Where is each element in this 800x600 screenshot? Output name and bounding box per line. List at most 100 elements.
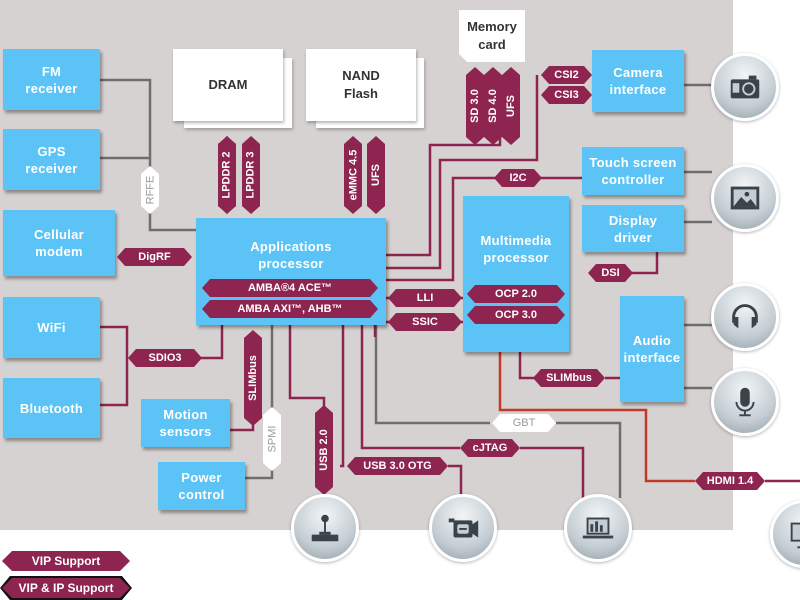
nand-flash-label: NAND Flash	[342, 68, 380, 101]
joystick-peripheral	[291, 494, 359, 562]
rffe-tag: RFFE	[141, 166, 159, 214]
multimedia-processor-label: Multimedia processor	[480, 233, 552, 265]
usb2-label: USB 2.0	[318, 429, 331, 471]
ufs-card-tag: UFS	[502, 67, 520, 145]
wire-usb3-cam	[448, 464, 463, 498]
wire-gbt	[374, 325, 490, 425]
cellular-modem-label: Cellular modem	[33, 227, 85, 259]
headphones-icon	[732, 304, 758, 329]
spmi-tag: SPMI	[263, 407, 281, 471]
cjtag-tag: cJTAG	[460, 439, 520, 457]
usb2-tag: USB 2.0	[315, 405, 333, 495]
picture-icon	[730, 186, 760, 210]
emmc-label: eMMC 4.5	[347, 149, 359, 201]
amba-axi-tag: AMBA AXI™, AHB™	[202, 300, 378, 318]
video-camera-peripheral	[429, 494, 497, 562]
csi3-tag: CSI3	[541, 86, 592, 104]
camera-peripheral	[711, 53, 779, 121]
rffe-label: RFFE	[144, 175, 157, 205]
sd4-label: SD 4.0	[487, 89, 500, 123]
dram-label: DRAM	[208, 77, 248, 92]
ssic-tag: SSIC	[388, 313, 462, 331]
wire-slimbus-motion	[230, 425, 255, 432]
dsi-tag: DSI	[588, 264, 633, 282]
memory-card-label: Memory card	[467, 19, 517, 52]
lpddr2-label: LPDDR 2	[221, 151, 233, 199]
multimedia-processor-block: Multimedia processor	[463, 196, 569, 352]
cellular-modem-block: Cellular modem	[3, 210, 115, 276]
wire-cjtag	[360, 325, 460, 450]
fm-receiver-block: FM receiver	[3, 49, 100, 110]
memory-card-block: Memory card	[459, 10, 525, 62]
lpddr2-tag: LPDDR 2	[218, 136, 236, 214]
lpddr3-tag: LPDDR 3	[242, 136, 260, 214]
camera-icon	[730, 75, 760, 99]
display-driver-block: Display driver	[582, 205, 684, 252]
i2c-tag: I2C	[494, 169, 542, 187]
wire-hdmi	[498, 352, 695, 483]
monitor-icon	[790, 522, 800, 549]
wire-sd	[386, 130, 502, 257]
sdio3-tag: SDIO3	[128, 349, 202, 367]
wire-dsi-display	[632, 252, 659, 275]
wire-usb3	[340, 325, 345, 468]
csi2-tag: CSI2	[541, 66, 592, 84]
wire-rffe-ap	[148, 210, 196, 232]
bluetooth-label: Bluetooth	[19, 400, 84, 416]
lpddr3-label: LPDDR 3	[245, 151, 257, 199]
wifi-block: WiFi	[3, 297, 100, 358]
audio-interface-label: Audio interface	[623, 333, 681, 365]
spmi-label: SPMI	[266, 425, 278, 453]
sd4-tag: SD 4.0	[484, 67, 502, 145]
ocp-3-tag: OCP 3.0	[467, 306, 565, 324]
camera-interface-block: Camera interface	[592, 50, 684, 112]
ocp-2-tag: OCP 2.0	[467, 285, 565, 303]
microphone-peripheral	[711, 368, 779, 436]
headphones-peripheral	[711, 283, 779, 351]
wire-cjtag-laptop	[520, 446, 585, 498]
legend-vip-support: VIP Support	[2, 551, 130, 571]
wire-usb2	[288, 325, 326, 410]
wire-gbt-right	[556, 421, 622, 498]
sd3-tag: SD 3.0	[466, 67, 484, 145]
sd3-label: SD 3.0	[469, 89, 482, 123]
gps-receiver-label: GPS receiver	[25, 143, 78, 176]
joystick-icon	[311, 514, 339, 542]
hdmi-tag: HDMI 1.4	[695, 472, 765, 490]
wire-wifi	[100, 325, 129, 407]
applications-processor-label: Applications processor	[250, 239, 332, 271]
wifi-label: WiFi	[37, 320, 66, 335]
video-camera-icon	[448, 518, 479, 538]
picture-peripheral	[711, 164, 779, 232]
gbt-tag: GBT	[492, 414, 556, 432]
motion-sensors-block: Motion sensors	[141, 399, 230, 447]
slimbus-ap-label: SLIMbus	[247, 355, 259, 401]
touch-screen-controller-block: Touch screen controller	[582, 147, 684, 195]
audio-interface-block: Audio interface	[620, 296, 684, 402]
laptop-peripheral	[564, 494, 632, 562]
display-driver-label: Display driver	[608, 212, 658, 245]
camera-interface-label: Camera interface	[609, 65, 667, 97]
ufs-nand-label: UFS	[370, 164, 382, 186]
usb3-otg-tag: USB 3.0 OTG	[347, 457, 448, 475]
ufs-nand-tag: UFS	[367, 136, 385, 214]
power-control-block: Power control	[158, 462, 245, 510]
laptop-icon	[582, 517, 614, 539]
microphone-icon	[735, 387, 755, 417]
lli-tag: LLI	[388, 289, 462, 307]
power-control-label: Power control	[178, 470, 225, 502]
wire-fm-rffe	[100, 78, 152, 170]
nand-flash-block: NAND Flash	[306, 49, 416, 121]
bluetooth-block: Bluetooth	[3, 378, 100, 438]
wire-csi	[386, 75, 539, 270]
amba-ace-tag: AMBA®4 ACE™	[202, 279, 378, 297]
digrf-tag: DigRF	[117, 248, 192, 266]
touch-screen-controller-label: Touch screen controller	[589, 155, 677, 187]
legend-vip-ip-support: VIP & IP Support	[2, 578, 130, 598]
slimbus-mm-tag: SLIMbus	[533, 369, 605, 387]
ufs-card-label: UFS	[505, 95, 517, 117]
slimbus-ap-tag: SLIMbus	[244, 330, 262, 426]
fm-receiver-label: FM receiver	[25, 63, 78, 96]
